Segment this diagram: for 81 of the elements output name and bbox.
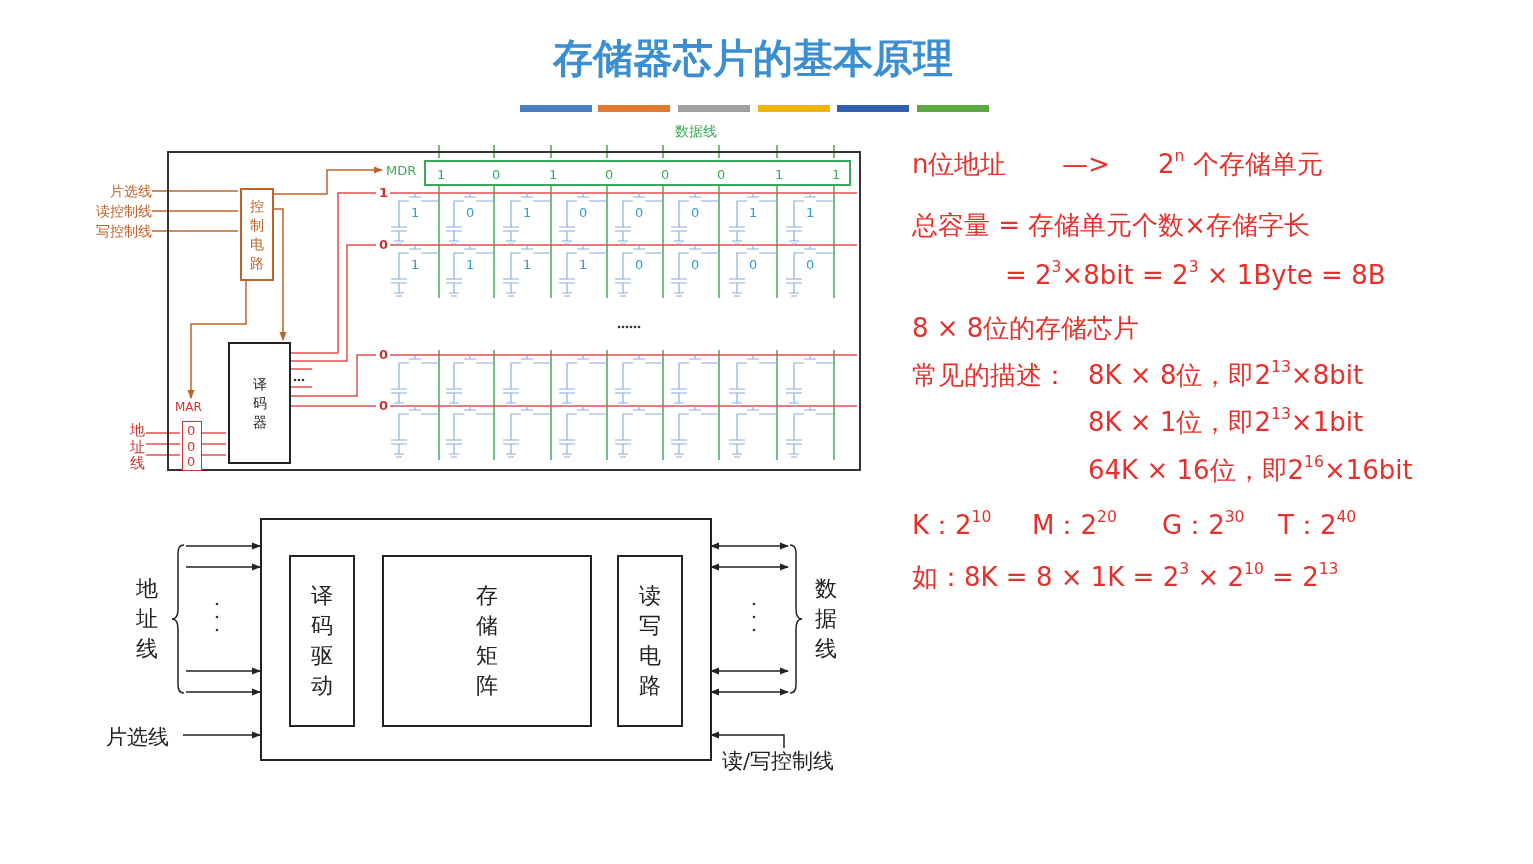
bit-value: 0 xyxy=(187,438,196,454)
arrow xyxy=(185,667,261,675)
arrow xyxy=(710,731,785,749)
bit-value: 1 xyxy=(411,206,420,221)
bit-value: 1 xyxy=(832,167,841,182)
formula-text: 64K × 16位，即2$^{16}$×16bit xyxy=(1088,456,1413,485)
formula-text: 常见的描述： xyxy=(912,361,1068,390)
control-circuit-block: 控制电路 xyxy=(240,188,274,281)
bit-value: 1 xyxy=(579,258,588,273)
chip-outline xyxy=(260,518,712,761)
signal-line xyxy=(151,210,239,212)
slide-title: 存储器芯片的基本原理 xyxy=(553,36,953,80)
formula-text: 总容量 = 存储单元个数×存储字长 xyxy=(912,211,1311,240)
formula-text: 8K × 8位，即2$^{13}$×8bit xyxy=(1088,361,1364,390)
signal-label: 片选线 xyxy=(106,724,183,750)
circuit-block: 存储矩阵 xyxy=(382,555,592,727)
bit-value: 0 xyxy=(691,206,700,221)
signal-line xyxy=(145,454,181,456)
double-arrow xyxy=(710,688,789,696)
formula-text: 8 × 8位的存储芯片 xyxy=(912,314,1140,343)
bit-value: 1 xyxy=(523,258,532,273)
row-value: 0 xyxy=(379,399,389,414)
bit-value: 1 xyxy=(749,206,758,221)
bit-value: 1 xyxy=(411,258,420,273)
bit-value: 0 xyxy=(717,167,726,182)
signal-label: 读控制线 xyxy=(80,203,152,219)
bit-value: 0 xyxy=(806,258,815,273)
bit-value: 1 xyxy=(466,258,475,273)
double-arrow xyxy=(710,542,789,550)
formula-text: M：2$^{20}$ xyxy=(1032,511,1117,540)
bit-value: 1 xyxy=(437,167,446,182)
bit-value: 1 xyxy=(523,206,532,221)
bit-value: 1 xyxy=(549,167,558,182)
bit-value: 0 xyxy=(466,206,475,221)
decoder-block: 译码器 xyxy=(228,342,291,464)
bit-value: 0 xyxy=(579,206,588,221)
bit-value: 0 xyxy=(187,423,196,438)
formula-text: T：2$^{40}$ xyxy=(1278,511,1357,540)
bit-value: 0 xyxy=(749,258,758,273)
row-value: 1 xyxy=(379,186,389,201)
bit-value: 0 xyxy=(691,258,700,273)
arrow xyxy=(185,563,261,571)
signal-line xyxy=(151,190,239,192)
bit-value: 1 xyxy=(775,167,784,182)
bit-value: 0 xyxy=(187,454,196,469)
double-arrow xyxy=(710,563,789,571)
formula-text: K：2$^{10}$ xyxy=(912,511,992,540)
formula-text: = 2$^{3}$×8bit = 2$^{3}$ × 1Byte = 8B xyxy=(1005,261,1386,290)
chip-outline xyxy=(167,151,861,471)
signal-label: 读/写控制线 xyxy=(722,748,855,774)
bit-value: 0 xyxy=(661,167,670,182)
formula-text: G：2$^{30}$ xyxy=(1162,511,1245,540)
formula-text: n位地址 xyxy=(912,150,1007,179)
formula-text: —> xyxy=(1062,150,1110,179)
formula-text: 2$^{n}$ 个存储单元 xyxy=(1158,150,1323,179)
bit-value: 0 xyxy=(492,167,501,182)
register-label: MDR xyxy=(386,163,417,178)
bit-value: 0 xyxy=(605,167,614,182)
arrow xyxy=(185,688,261,696)
bit-value: 1 xyxy=(806,206,815,221)
circuit-block: 译码驱动 xyxy=(289,555,355,727)
signal-label: 地址线 xyxy=(128,422,146,472)
formula-text: 如：8K = 8 × 1K = 2$^{3}$ × 2$^{10}$ = 2$^{13}$ xyxy=(912,563,1339,592)
signal-label: 数据线 xyxy=(675,124,717,140)
circuit-block: 读写电路 xyxy=(617,555,683,727)
signal-line xyxy=(145,432,181,434)
double-arrow xyxy=(710,667,789,675)
formula-text: 8K × 1位，即2$^{13}$×1bit xyxy=(1088,408,1364,437)
signal-line xyxy=(151,230,239,232)
signal-label: 写控制线 xyxy=(80,223,152,239)
bit-value: 0 xyxy=(635,206,644,221)
arrow xyxy=(182,731,261,739)
row-value: 0 xyxy=(379,238,389,253)
bit-value: 0 xyxy=(635,258,644,273)
signal-label: 片选线 xyxy=(92,183,152,199)
register-label: MAR xyxy=(175,400,202,414)
signal-label: 地址线 xyxy=(135,575,159,663)
arrow xyxy=(185,542,261,550)
signal-line xyxy=(145,443,181,445)
signal-label: 数据线 xyxy=(814,575,838,663)
row-value: 0 xyxy=(379,348,389,363)
